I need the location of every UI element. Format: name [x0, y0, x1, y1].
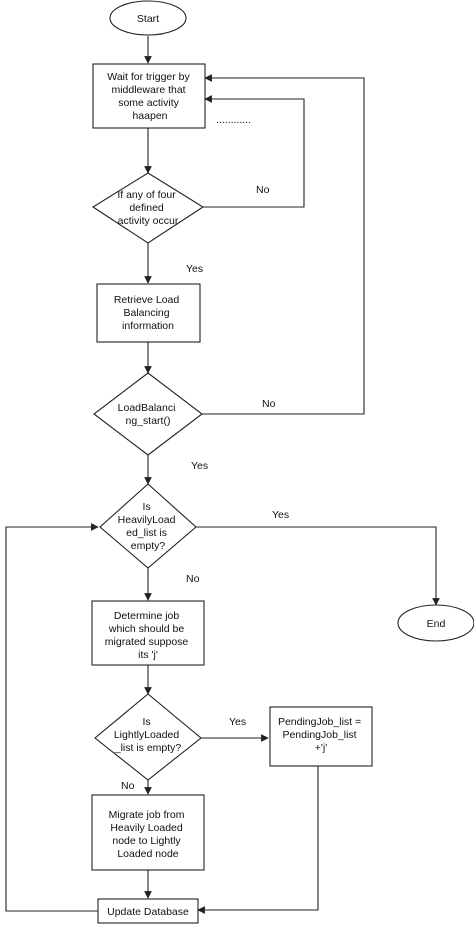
lb-start-node: LoadBalanci ng_start() — [93, 372, 203, 456]
connectors — [5, 36, 440, 914]
edge-check-no-loop — [203, 95, 305, 208]
update-db-node: Update Database — [97, 898, 199, 924]
pending-box — [269, 706, 373, 767]
determine-box — [91, 600, 205, 666]
pending-label: PendingJob_list = PendingJob_list +'j' — [278, 716, 364, 754]
edge-label-yes-lightly: Yes — [229, 716, 246, 728]
dots-annotation: ............ — [216, 114, 251, 126]
edge-heavily-yes-end — [196, 526, 440, 606]
edge-label-yes-heavily: Yes — [272, 509, 289, 521]
check-activity-label: If any of four defined activity occur — [117, 189, 178, 227]
wait-box — [92, 63, 206, 129]
lightly-empty-label: Is LightlyLoaded _list is empty? — [114, 716, 182, 754]
start-label: Start — [137, 13, 159, 25]
determine-node: Determine job which should be migrated s… — [91, 600, 205, 666]
heavily-empty-node: Is HeavilyLoad ed_list is empty? — [99, 483, 197, 569]
edge-pending-to-update — [197, 766, 319, 914]
edge-label-no-lightly: No — [121, 780, 135, 792]
retrieve-node: Retrieve Load Balancing information — [96, 283, 201, 343]
determine-label: Determine job which should be migrated s… — [105, 610, 191, 661]
heavily-empty-diamond — [99, 483, 197, 569]
migrate-box — [91, 794, 205, 871]
update-db-box — [97, 898, 199, 924]
edge-label-yes-lb: Yes — [191, 460, 208, 472]
end-ellipse — [397, 604, 474, 642]
retrieve-label: Retrieve Load Balancing information — [114, 294, 182, 332]
pending-node: PendingJob_list = PendingJob_list +'j' — [269, 706, 373, 767]
edge-update-loop — [5, 523, 99, 912]
edge-label-no-activity: No — [256, 184, 270, 196]
edge-lb-no-loop — [202, 74, 365, 415]
heavily-empty-label: Is HeavilyLoad ed_list is empty? — [118, 501, 179, 552]
edge-labels: ............ No Yes No Yes Yes No Yes No — [121, 114, 289, 792]
migrate-node: Migrate job from Heavily Loaded node to … — [91, 794, 205, 871]
check-activity-diamond — [91, 172, 205, 244]
edge-label-no-heavily: No — [186, 573, 200, 585]
update-db-label: Update Database — [107, 906, 189, 918]
end-label: End — [427, 618, 446, 630]
edge-label-no-lb: No — [262, 398, 276, 410]
start-node: Start — [109, 0, 187, 36]
retrieve-box — [96, 283, 201, 343]
edge-label-yes-activity: Yes — [186, 263, 203, 275]
lb-start-diamond — [93, 372, 203, 456]
check-activity-node: If any of four defined activity occur — [91, 172, 205, 244]
lightly-empty-node: Is LightlyLoaded _list is empty? — [94, 693, 202, 781]
lightly-empty-diamond — [94, 693, 202, 781]
wait-label: Wait for trigger by middleware that some… — [107, 71, 192, 122]
wait-node: Wait for trigger by middleware that some… — [92, 63, 206, 129]
lb-start-label: LoadBalanci ng_start() — [118, 402, 179, 427]
end-node: End — [397, 604, 474, 642]
migrate-label: Migrate job from Heavily Loaded node to … — [109, 809, 188, 860]
start-ellipse — [109, 0, 187, 36]
